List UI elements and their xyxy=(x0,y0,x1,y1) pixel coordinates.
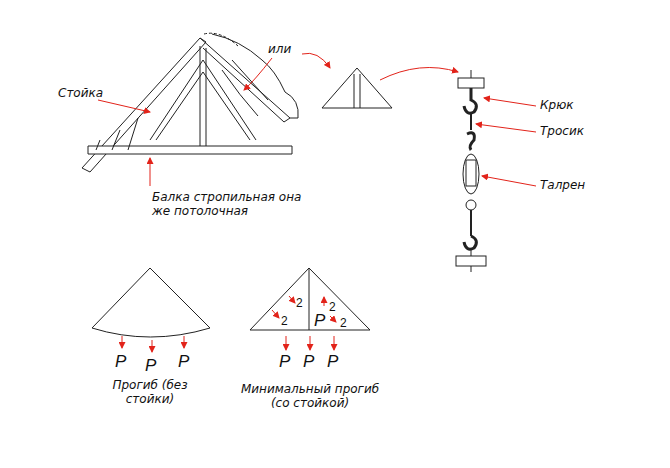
caption-text: Минимальный прогиб (со стойкой) xyxy=(240,382,380,411)
part-name: или xyxy=(268,42,291,56)
load-symbol: P xyxy=(303,352,314,372)
part-name: Балка стропильная она же потолочная xyxy=(152,190,302,219)
callout-number: 2 xyxy=(340,316,347,330)
load-symbol: P xyxy=(115,352,126,372)
callout-number: 2 xyxy=(329,300,336,314)
callout-number: 2 xyxy=(296,296,303,310)
part-name: Тросик xyxy=(540,124,584,138)
part-name: Крюк xyxy=(540,98,574,112)
load-symbol: P xyxy=(314,311,325,331)
load-symbol: P xyxy=(145,356,156,376)
caption-text: Прогиб (без стойки) xyxy=(105,378,195,407)
load-symbol: P xyxy=(327,352,338,372)
callout-number: 2 xyxy=(281,314,288,328)
part-name: Стойка xyxy=(58,86,103,100)
load-symbol: P xyxy=(178,352,189,372)
load-symbol: P xyxy=(279,352,290,372)
part-name: Талрен xyxy=(540,178,585,192)
